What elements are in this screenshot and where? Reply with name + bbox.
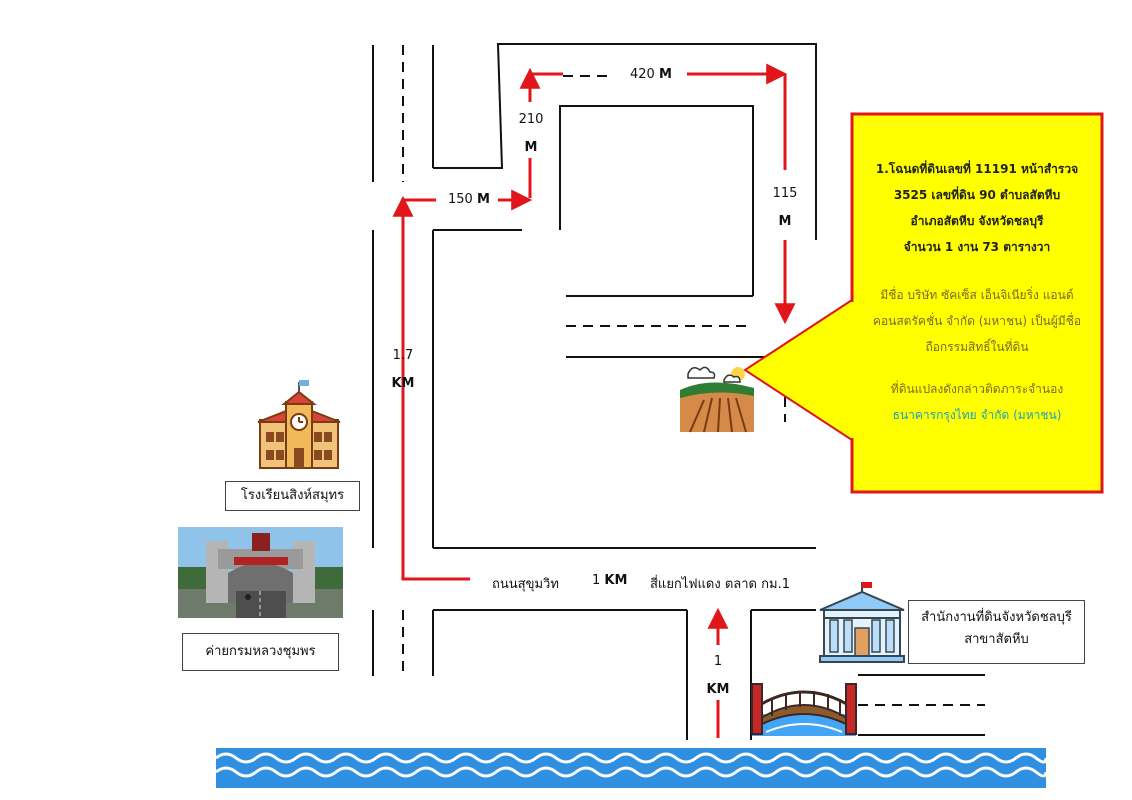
bridge-icon (751, 683, 857, 736)
owner-line-2: คอนสตรัคชั่น จำกัด (มหาชน) เป็นผู้มีชื่อ (872, 314, 1082, 328)
land-office-label: สำนักงานที่ดินจังหวัดชลบุรี สาขาสัตหีบ (908, 600, 1085, 664)
sukhumvit-road-label: ถนนสุขุมวิท (492, 577, 559, 592)
camp-label: ค่ายกรมหลวงชุมพร (182, 633, 339, 671)
government-office-icon (819, 582, 905, 663)
owner-line-1: มีชื่อ บริษัท ซัคเซ็ส เอ็นจิเนียริ่ง แอน… (880, 288, 1074, 302)
deed-line-1: 1.โฉนดที่ดินเลขที่ 11191 หน้าสำรวจ (875, 162, 1079, 176)
deed-line-4: จำนวน 1 งาน 73 ตารางวา (903, 240, 1051, 254)
school-label: โรงเรียนสิงห์สมุทร (225, 481, 360, 511)
label-sukhumvit-1km: 1 KM (592, 573, 628, 588)
callout-pointer (743, 298, 853, 442)
route-from-sukhumvit (392, 195, 470, 581)
deed-line-3: อำเภอสัตหีบ จังหวัดชลบุรี (910, 214, 1044, 228)
deed-line-2: 3525 เลขที่ดิน 90 ตำบลสัตหีบ (893, 188, 1061, 202)
owner-line-3: ถือกรรมสิทธิ์ในที่ดิน (925, 340, 1029, 354)
land-info-callout: 1.โฉนดที่ดินเลขที่ 11191 หน้าสำรวจ 3525 … (852, 114, 1102, 492)
school-building-icon (257, 380, 341, 469)
label-150m: 150 M (448, 192, 490, 207)
label-210m: 210 M (518, 112, 544, 155)
intersection-label: สี่แยกไฟแดง ตลาด กม.1 (650, 577, 790, 592)
label-115m: 115 M (772, 186, 798, 229)
route-path (392, 63, 796, 738)
callout-box (850, 112, 1104, 494)
mortgage-line: ที่ดินแปลงดังกล่าวติดภาระจำนอง (890, 382, 1064, 396)
farmland-icon (680, 366, 754, 433)
label-1km-bottom: 1 KM (706, 654, 730, 697)
water-icon (215, 748, 1048, 788)
label-420m: 420 M (630, 67, 672, 82)
camp-gate-photo (178, 527, 343, 618)
road-lines (372, 43, 985, 740)
bank-name: ธนาคารกรุงไทย จำกัด (มหาชน) (892, 408, 1062, 422)
label-1-7km: 1.7 KM (391, 348, 415, 391)
